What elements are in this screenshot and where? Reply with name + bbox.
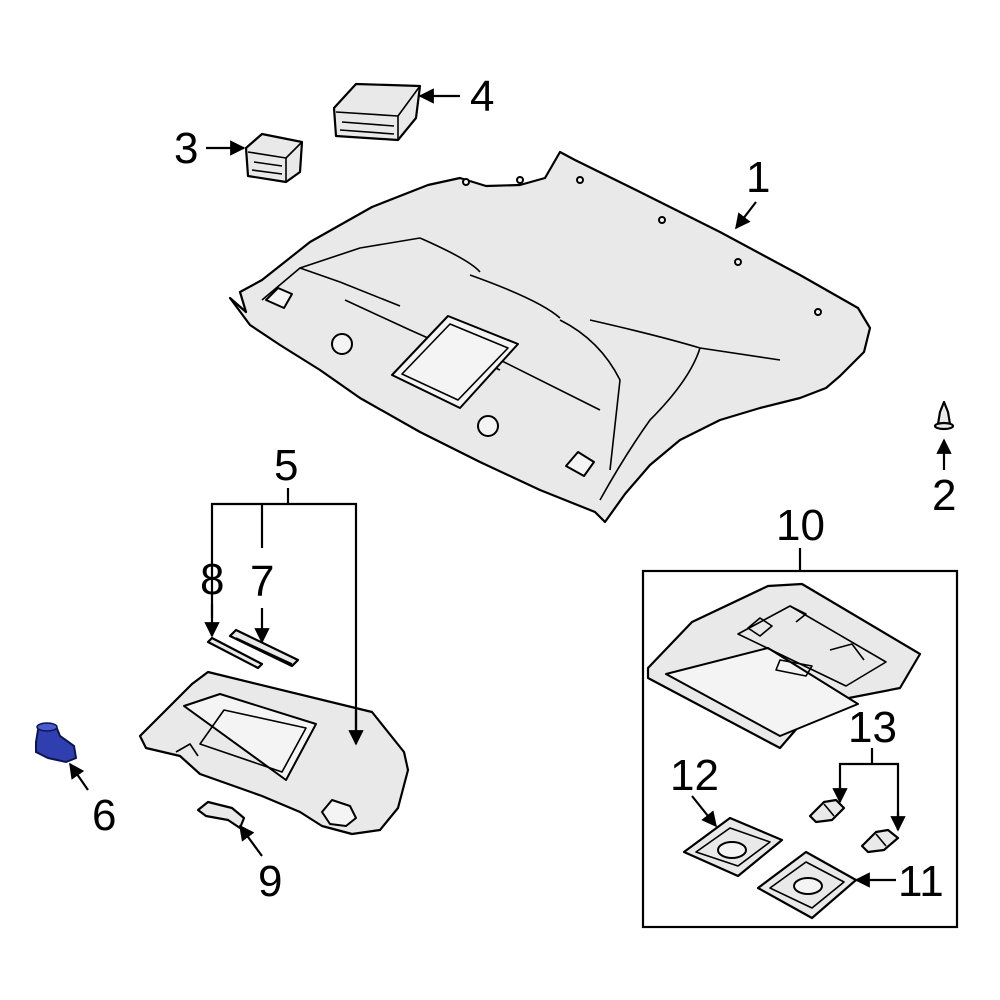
overhead-console-part (646, 582, 922, 750)
holder-part (196, 800, 246, 830)
pad-large-part (332, 82, 422, 142)
leader-lines (69, 88, 952, 888)
lens-part-12 (682, 816, 784, 878)
callout-12: 12 (670, 751, 719, 800)
leader-12 (691, 795, 717, 828)
leader-13-bracket (838, 762, 900, 826)
callout-3: 3 (174, 124, 198, 173)
sun-visor-part (138, 670, 410, 836)
callout-11: 11 (898, 857, 944, 906)
headliner-part (228, 150, 872, 524)
callout-4: 4 (470, 72, 494, 121)
strip-part-8 (206, 636, 264, 670)
callout-13: 13 (848, 703, 897, 752)
leader-1 (735, 201, 757, 230)
callout-7: 7 (250, 557, 274, 606)
callout-2: 2 (932, 471, 956, 520)
pad-small-part (244, 132, 304, 184)
leader-9 (239, 824, 263, 857)
callout-9: 9 (258, 857, 282, 906)
visor-clip-part (35, 722, 78, 764)
leader-5-bracket (210, 502, 358, 740)
callout-10: 10 (776, 501, 825, 550)
screw-part (933, 400, 955, 431)
leader-6 (69, 762, 89, 791)
strip-part-7 (228, 628, 300, 668)
lens-part-11 (756, 850, 858, 920)
bulb-part-b (860, 828, 900, 854)
callout-labels: 1 2 3 4 5 6 7 8 9 10 11 12 13 (92, 72, 956, 906)
callout-8: 8 (200, 555, 224, 604)
callout-1: 1 (746, 153, 770, 202)
callout-6: 6 (92, 791, 116, 840)
callout-5: 5 (274, 441, 298, 490)
bulb-part-a (808, 798, 846, 824)
